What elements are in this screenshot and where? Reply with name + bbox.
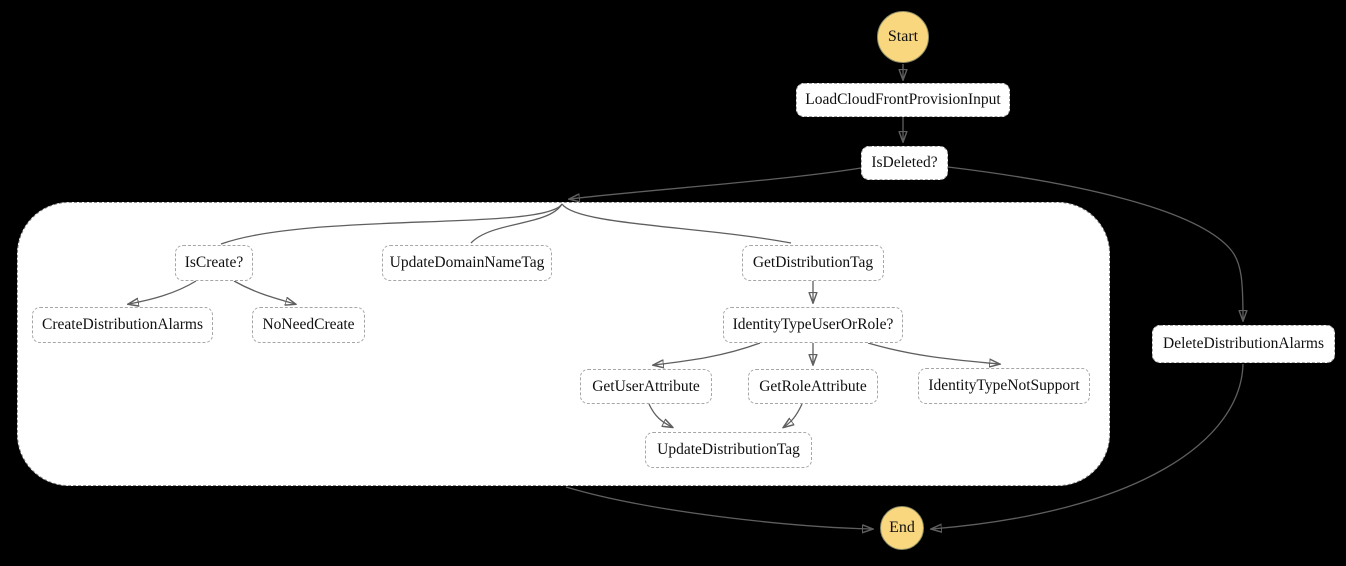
node-end: End <box>880 506 924 550</box>
node-identity-type-user-or-role: IdentityTypeUserOrRole? <box>723 307 903 343</box>
node-is-create: IsCreate? <box>175 245 253 281</box>
node-update-distribution-tag: UpdateDistributionTag <box>645 432 812 468</box>
edge-getrole-to-updatedist <box>784 403 803 427</box>
node-load-cloudfront-provision-input: LoadCloudFrontProvisionInput <box>796 83 1010 117</box>
node-get-user-attribute: GetUserAttribute <box>580 369 712 404</box>
node-get-role-attribute: GetRoleAttribute <box>748 369 878 404</box>
edge-deletealarms-to-end <box>932 363 1244 529</box>
node-is-deleted: IsDeleted? <box>861 146 948 180</box>
edge-iscreate-to-createalarms <box>129 280 197 304</box>
edge-iscreate-to-noneed <box>233 280 295 304</box>
node-delete-distribution-alarms: DeleteDistributionAlarms <box>1152 325 1335 363</box>
edge-getuser-to-updatedist <box>648 403 672 427</box>
node-no-need-create: NoNeedCreate <box>252 307 365 343</box>
node-create-distribution-alarms: CreateDistributionAlarms <box>32 307 213 343</box>
edge-cluster-entry-to-iscreate <box>220 203 563 245</box>
edge-cluster-to-end <box>565 486 872 529</box>
edge-identity-to-getuser <box>654 342 761 365</box>
edge-identity-to-notsupport <box>867 342 999 364</box>
node-update-domain-name-tag: UpdateDomainNameTag <box>382 245 552 281</box>
node-get-distribution-tag: GetDistributionTag <box>742 245 884 281</box>
edge-isdeleted-to-cluster <box>570 167 862 199</box>
node-start: Start <box>877 11 929 63</box>
node-identity-type-not-support: IdentityTypeNotSupport <box>918 368 1090 404</box>
edge-cluster-entry-to-updatedomain <box>470 203 563 244</box>
edge-isdeleted-to-deletealarms <box>947 166 1243 320</box>
edge-cluster-entry-to-getdist <box>561 203 792 244</box>
